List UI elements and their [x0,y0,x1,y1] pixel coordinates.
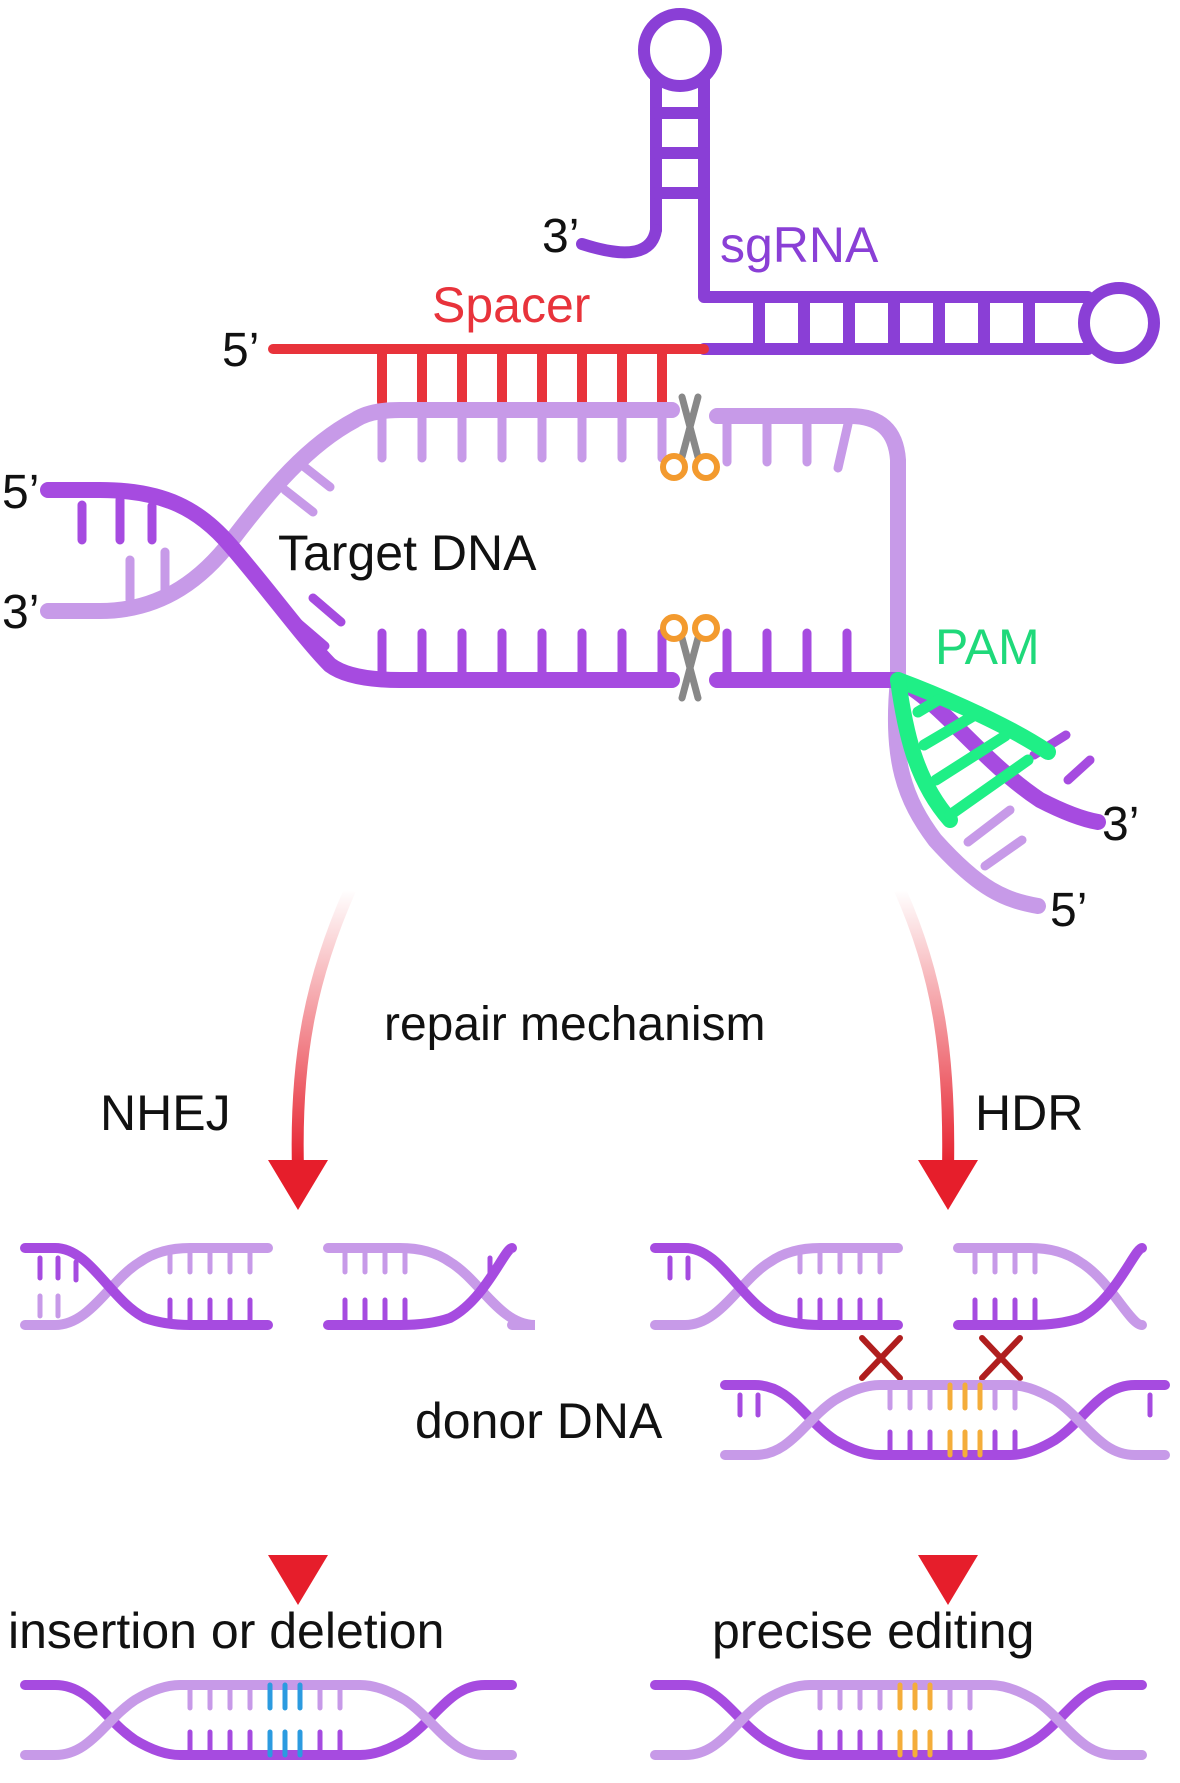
precise-arrow [918,1395,978,1605]
nhej-label: NHEJ [100,1085,231,1141]
scissors-icon [660,614,720,702]
sgrna-3-end-label: 3’ [542,210,579,263]
hdr-right-fragment [953,1243,1147,1330]
target-dna [40,402,1106,914]
indel-label: insertion or deletion [8,1603,444,1659]
nhej-right-fragment [323,1243,536,1330]
scissors-icon [660,393,720,481]
hdr-left-fragment [650,1243,903,1330]
spacer-strand [268,344,709,407]
nhej-arrow [268,887,356,1210]
pam-3-end-label: 3’ [1102,798,1139,851]
spacer-5-end-label: 5’ [222,324,259,377]
donor-dna [720,1380,1170,1460]
hdr-arrow [894,887,978,1210]
target-dna-label: Target DNA [278,525,537,581]
spacer-label: Spacer [432,277,590,333]
sgrna-label: sgRNA [720,217,879,273]
hdr-label: HDR [975,1085,1083,1141]
sgrna-structure [576,8,1160,364]
crossover-x-icon [979,1335,1023,1381]
repair-mechanism-label: repair mechanism [384,998,765,1051]
precise-editing-label: precise editing [712,1603,1034,1659]
top-left-5-end-label: 5’ [2,466,39,519]
pam-label: PAM [935,619,1040,675]
pam-5-end-label: 5’ [1050,884,1087,937]
pam-region [890,672,1056,828]
indel-arrow [268,1340,328,1605]
indel-result-dna [20,1680,517,1760]
bottom-left-3-end-label: 3’ [2,586,39,639]
nhej-left-fragment [20,1243,273,1330]
precise-result-dna [650,1680,1147,1760]
crossover-x-icon [859,1335,903,1381]
donor-dna-label: donor DNA [415,1393,663,1449]
